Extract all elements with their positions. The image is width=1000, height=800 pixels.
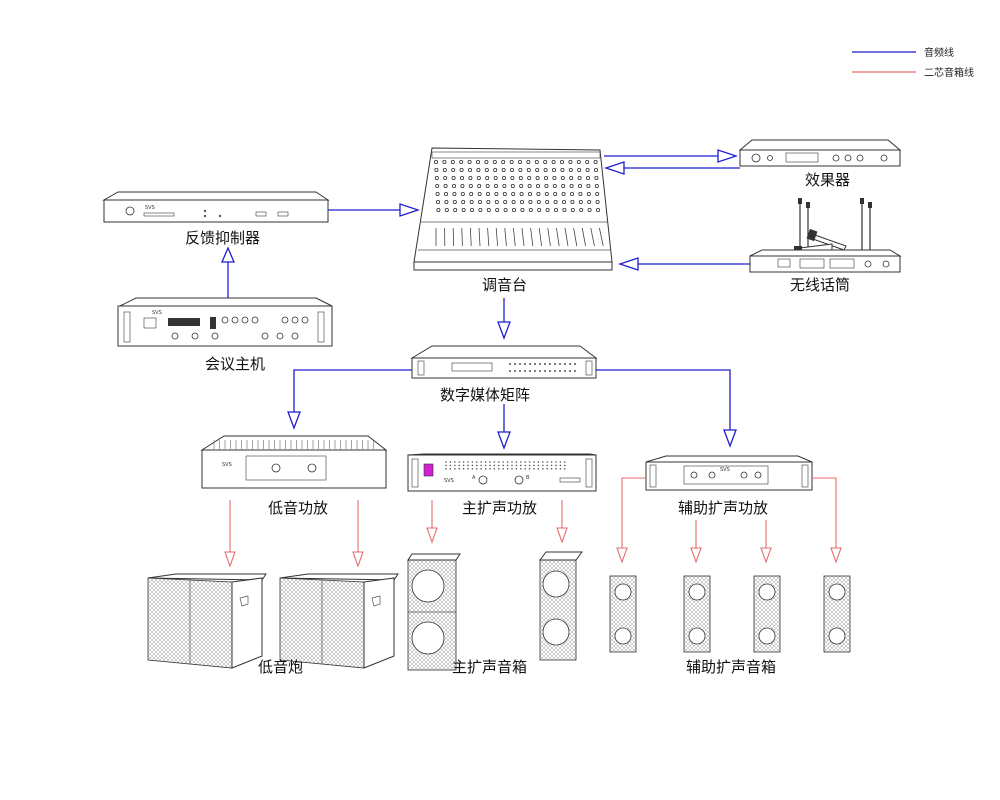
audio-connections [221, 149, 750, 450]
arrowhead-up [221, 246, 235, 263]
conference-brand: SVS [152, 310, 162, 316]
aux-amp-brand: SVS [720, 467, 730, 473]
main-speaker-right [539, 551, 583, 661]
effects-label: 效果器 [805, 171, 850, 189]
arrowhead-down [497, 431, 511, 450]
arrowhead-down [287, 411, 301, 430]
mixer-device [413, 147, 613, 271]
arrowhead-down [830, 547, 842, 564]
conference-host-device: SVS [117, 297, 333, 347]
subwoofer-label: 低音炮 [258, 658, 303, 676]
main-speaker-left [407, 553, 461, 671]
feedback-suppressor-device: SVS [102, 191, 330, 223]
legend-speaker-label: 二芯音箱线 [924, 66, 974, 79]
arrowhead-down [426, 527, 438, 544]
arrowhead-left [603, 161, 625, 175]
matrix-label: 数字媒体矩阵 [440, 386, 530, 404]
main-amp-device: SVS A B [407, 453, 597, 492]
bass-amp-label: 低音功放 [268, 499, 328, 517]
mixer-label: 调音台 [482, 276, 527, 294]
edge-matrix-aux-amp [596, 369, 731, 430]
main-amp-channel-a: A [472, 475, 476, 481]
arrowhead-down [760, 547, 772, 564]
main-speaker-label: 主扩声音箱 [452, 658, 527, 676]
aux-speaker-3 [753, 575, 781, 653]
aux-speaker-4 [823, 575, 851, 653]
legend-audio-label: 音频线 [924, 46, 954, 59]
main-amp-brand: SVS [444, 478, 454, 484]
feedback-label: 反馈抑制器 [185, 229, 260, 247]
subwoofer-right [279, 573, 399, 669]
conference-label: 会议主机 [205, 355, 265, 373]
main-amp-channel-b: B [526, 475, 530, 481]
arrowhead-down [556, 527, 568, 544]
arrowhead-left [617, 257, 639, 271]
arrowhead-down [616, 547, 628, 564]
arrowhead-down [497, 321, 511, 340]
arrowhead-right [717, 149, 739, 163]
bass-amp-device: SVS [200, 435, 388, 489]
effects-device [738, 139, 902, 167]
matrix-device [410, 345, 598, 379]
arrowhead-down [352, 551, 364, 568]
wireless-mic-device [749, 198, 902, 273]
subwoofer-left [147, 573, 267, 669]
wireless-mic-label: 无线话筒 [790, 276, 850, 294]
arrowhead-down [723, 429, 737, 448]
arrowhead-right [399, 203, 421, 217]
aux-amp-device: SVS [645, 455, 813, 491]
legend: 音频线 二芯音箱线 [852, 46, 974, 79]
aux-speaker-2 [683, 575, 711, 653]
aux-amp-label: 辅助扩声功放 [678, 499, 768, 517]
arrowhead-down [224, 551, 236, 568]
aux-speaker-label: 辅助扩声音箱 [686, 658, 776, 676]
speaker-connections [224, 477, 842, 568]
edge-aux-amp-speaker-1 [621, 477, 646, 548]
edge-matrix-bass-amp [293, 369, 412, 412]
bass-amp-brand: SVS [222, 462, 232, 468]
aux-speaker-1 [609, 575, 637, 653]
feedback-brand: SVS [145, 205, 155, 211]
arrowhead-down [690, 547, 702, 564]
main-amp-label: 主扩声功放 [462, 499, 537, 517]
edge-aux-amp-speaker-4 [812, 477, 837, 548]
